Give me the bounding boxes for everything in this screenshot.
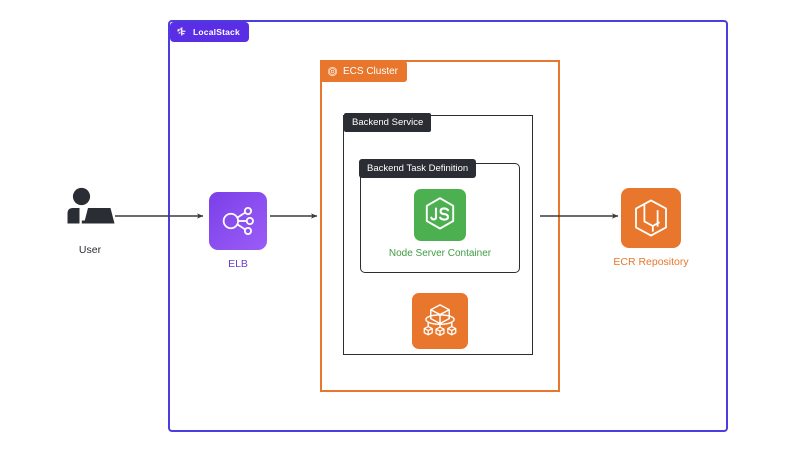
ecs-container-tile — [412, 293, 468, 349]
node-elb-label: ELB — [228, 258, 248, 270]
backend-service-badge: Backend Service — [344, 113, 432, 132]
backend-service-label: Backend Service — [352, 117, 424, 128]
ecs-container-cube-icon — [420, 302, 460, 340]
localstack-boundary — [168, 20, 728, 432]
node-node-server-container[interactable]: Node Server Container — [389, 189, 491, 259]
ecs-cluster-label: ECS Cluster — [343, 66, 399, 77]
node-elb[interactable]: ELB — [209, 192, 267, 270]
backend-task-definition-badge: Backend Task Definition — [359, 159, 477, 178]
elastic-load-balancer-icon — [219, 202, 257, 240]
backend-service-boundary — [343, 115, 533, 355]
localstack-badge: LocalStack — [170, 22, 249, 42]
ecs-cluster-icon — [327, 66, 338, 77]
backend-task-definition-label: Backend Task Definition — [367, 163, 469, 174]
localstack-logo-icon — [176, 26, 188, 38]
elb-tile — [209, 192, 267, 250]
nodejs-icon — [423, 196, 457, 234]
ecr-repository-tile — [621, 188, 681, 248]
ecs-cluster-boundary — [320, 60, 560, 392]
node-ecs-container[interactable] — [412, 293, 468, 349]
node-user[interactable]: User — [52, 186, 128, 256]
node-node-server-container-label: Node Server Container — [388, 248, 492, 259]
node-ecr-repository-label: ECR Repository — [613, 256, 689, 268]
user-at-laptop-icon — [60, 186, 120, 232]
nodejs-tile — [414, 189, 466, 241]
ecr-repository-cube-icon — [632, 198, 670, 238]
node-ecr-repository[interactable]: ECR Repository — [613, 188, 689, 268]
localstack-label: LocalStack — [193, 27, 240, 37]
node-user-label: User — [78, 244, 102, 256]
ecs-cluster-badge: ECS Cluster — [321, 61, 408, 82]
